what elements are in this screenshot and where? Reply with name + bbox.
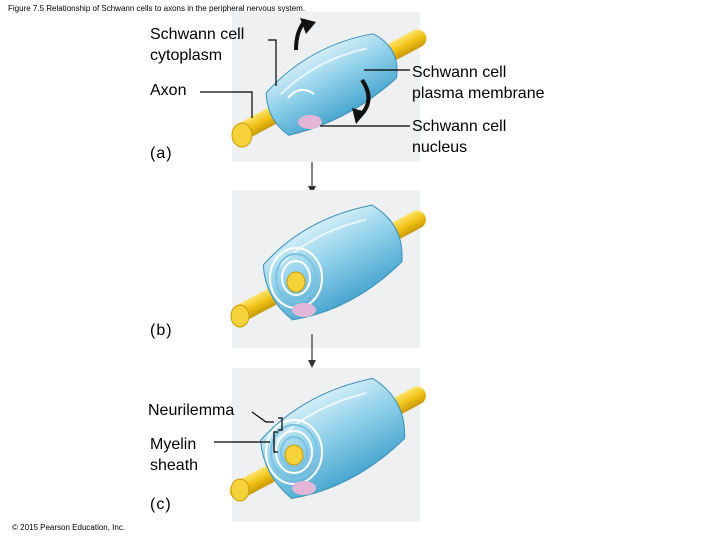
panel-label-c: (c): [150, 496, 172, 513]
label-plasma-membrane: Schwann cell plasma membrane: [412, 64, 545, 102]
label-myelin-sheath: Myelin sheath: [150, 436, 199, 474]
leader-line-axon: [200, 91, 253, 118]
bracket-myelin: [273, 431, 278, 453]
label-axon: Axon: [150, 82, 187, 99]
schwann-cell-shape-a: [265, 33, 398, 136]
nucleus-shape-a: [298, 115, 322, 129]
label-nucleus: Schwann cell nucleus: [412, 118, 507, 156]
figure-caption: Figure 7.5 Relationship of Schwann cells…: [8, 4, 306, 13]
label-schwann-cytoplasm: Schwann cell cytoplasm: [150, 26, 245, 64]
panel-label-b: (b): [150, 322, 173, 339]
panel-a-illustration: [231, 12, 427, 162]
leader-line-cytoplasm: [268, 39, 277, 86]
nucleus-shape-c: [292, 481, 316, 495]
bracket-neurilemma: [278, 417, 283, 431]
panel-c-illustration: [229, 368, 426, 522]
schwann-cell-shape-c: [260, 377, 406, 500]
panel-label-a: (a): [150, 145, 173, 162]
copyright-notice: © 2015 Pearson Education, Inc.: [12, 523, 126, 532]
leader-line-neurilemma: [251, 411, 274, 423]
panel-b-illustration: [230, 190, 426, 348]
label-neurilemma: Neurilemma: [148, 402, 235, 419]
nucleus-shape-b: [292, 303, 316, 317]
